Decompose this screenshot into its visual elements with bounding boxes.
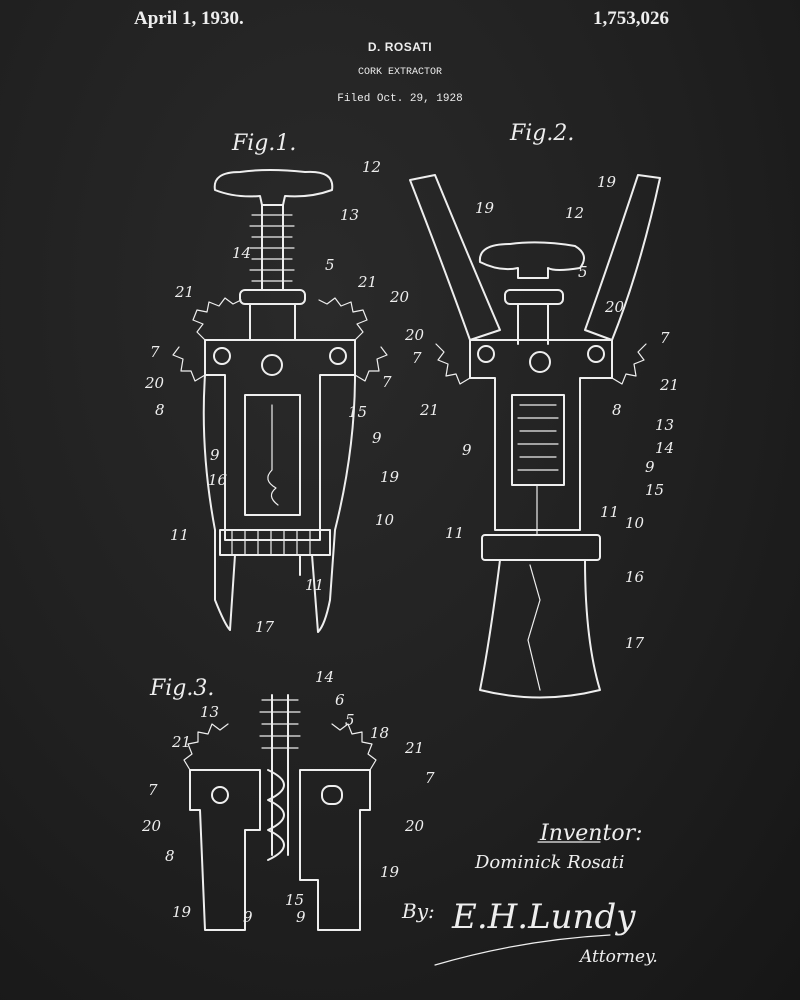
reference-numeral: 21	[174, 283, 194, 301]
reference-numeral: 14	[315, 668, 334, 686]
figure-1-reference-numerals: 12 13 14 5 21 21 20 7 7 20 8 15 9 9 16 1…	[144, 158, 410, 636]
reference-numeral: 11	[445, 524, 464, 542]
figure-2-reference-numerals: 19 12 19 5 20 7 20 7 21 21 8 13 14 9 9 1…	[404, 173, 679, 652]
reference-numeral: 9	[645, 458, 655, 476]
attorney-signature: E.H.Lundy	[451, 897, 636, 937]
reference-numeral: 19	[380, 468, 400, 486]
reference-numeral: 7	[148, 781, 158, 799]
reference-numeral: 11	[305, 576, 324, 594]
reference-numeral: 13	[340, 206, 359, 224]
attorney-label: Attorney.	[578, 947, 658, 967]
reference-numeral: 8	[155, 401, 165, 419]
reference-numeral: 13	[655, 416, 674, 434]
reference-numeral: 9	[296, 908, 306, 926]
reference-numeral: 14	[232, 244, 251, 262]
reference-numeral: 7	[382, 373, 392, 391]
reference-numeral: 20	[604, 298, 625, 316]
inventor-name: Dominick Rosati	[474, 852, 625, 873]
figure-3: Fig.3.	[149, 676, 377, 931]
patent-date: April 1, 1930.	[134, 8, 244, 29]
reference-numeral: 7	[412, 349, 422, 367]
reference-numeral: 20	[404, 817, 425, 835]
reference-numeral: 19	[172, 903, 192, 921]
reference-numeral: 17	[255, 618, 275, 636]
reference-numeral: 20	[389, 288, 410, 306]
reference-numeral: 20	[141, 817, 162, 835]
reference-numeral: 14	[655, 439, 674, 457]
reference-numeral: 8	[165, 847, 175, 865]
reference-numeral: 10	[625, 514, 645, 532]
figure-2-label: Fig.2.	[509, 121, 574, 146]
reference-numeral: 5	[578, 263, 588, 281]
reference-numeral: 21	[171, 733, 191, 751]
reference-numeral: 9	[210, 446, 220, 464]
patent-title: CORK EXTRACTOR	[357, 67, 443, 78]
reference-numeral: 15	[285, 891, 304, 909]
filed-date: Filed Oct. 29, 1928	[337, 93, 463, 105]
reference-numeral: 13	[200, 703, 219, 721]
reference-numeral: 21	[659, 376, 679, 394]
figure-3-reference-numerals: 14 13 6 5 18 21 21 7 7 20 20 8 19 19 9 1…	[141, 668, 435, 926]
inventor-header: D. ROSATI	[367, 40, 433, 54]
reference-numeral: 7	[150, 343, 160, 361]
by-label: By:	[401, 899, 435, 923]
reference-numeral: 19	[475, 199, 495, 217]
signature-block: Inventor: Dominick Rosati By: E.H.Lundy …	[401, 821, 658, 967]
reference-numeral: 18	[370, 724, 389, 742]
reference-numeral: 5	[325, 256, 335, 274]
reference-numeral: 11	[170, 526, 189, 544]
figure-3-label: Fig.3.	[149, 676, 214, 701]
figure-1-label: Fig.1.	[231, 131, 296, 156]
figure-2: Fig.2.	[409, 121, 661, 699]
reference-numeral: 12	[362, 158, 381, 176]
reference-numeral: 15	[645, 481, 664, 499]
reference-numeral: 19	[597, 173, 617, 191]
reference-numeral: 16	[208, 471, 228, 489]
reference-numeral: 9	[462, 441, 472, 459]
reference-numeral: 21	[357, 273, 377, 291]
patent-number: 1,753,026	[593, 8, 669, 29]
reference-numeral: 21	[419, 401, 439, 419]
reference-numeral: 20	[144, 374, 165, 392]
reference-numeral: 15	[348, 403, 367, 421]
reference-numeral: 7	[425, 769, 435, 787]
reference-numeral: 6	[335, 691, 345, 709]
figure-1: Fig.1.	[172, 131, 388, 633]
reference-numeral: 19	[380, 863, 400, 881]
reference-numeral: 17	[625, 634, 645, 652]
reference-numeral: 20	[404, 326, 425, 344]
reference-numeral: 5	[345, 711, 355, 729]
reference-numeral: 10	[375, 511, 395, 529]
reference-numeral: 16	[625, 568, 645, 586]
reference-numeral: 8	[612, 401, 622, 419]
reference-numeral: 21	[404, 739, 424, 757]
reference-numeral: 7	[660, 329, 670, 347]
reference-numeral: 11	[600, 503, 619, 521]
reference-numeral: 12	[565, 204, 584, 222]
reference-numeral: 9	[243, 908, 253, 926]
reference-numeral: 9	[372, 429, 382, 447]
